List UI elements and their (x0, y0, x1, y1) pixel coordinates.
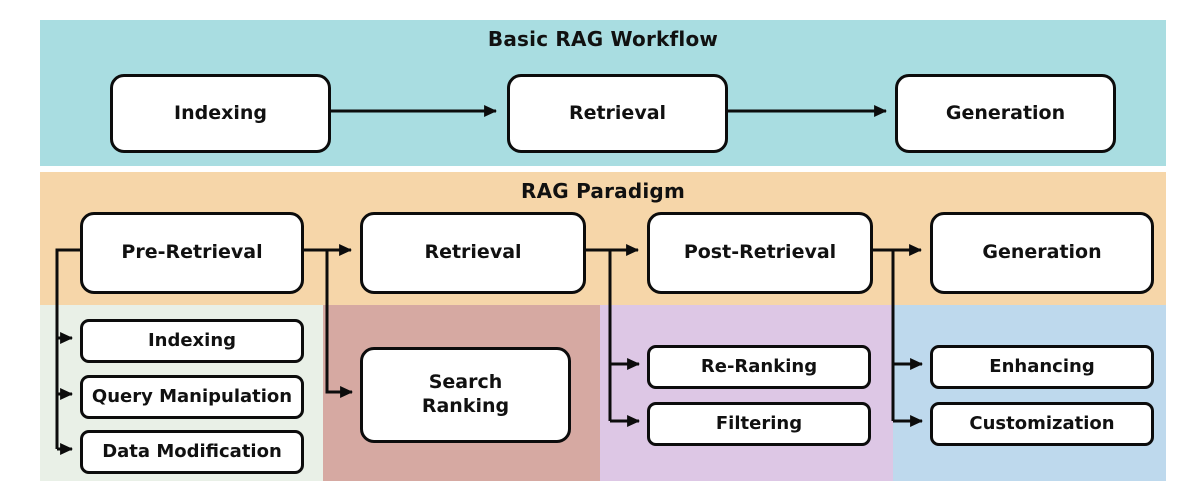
basic-workflow-title: Basic RAG Workflow (487, 27, 719, 51)
subnode-data-modification: Data Modification (80, 430, 304, 474)
subnode-filtering: Filtering (647, 402, 871, 446)
node-post-retrieval: Post-Retrieval (647, 212, 873, 294)
subnode-enhancing: Enhancing (930, 345, 1154, 389)
node-workflow-generation: Generation (895, 74, 1116, 153)
node-pre-retrieval: Pre-Retrieval (80, 212, 304, 294)
subnode-re-ranking: Re-Ranking (647, 345, 871, 389)
generation-subsection (893, 305, 1166, 481)
node-retrieval: Retrieval (360, 212, 586, 294)
node-workflow-retrieval: Retrieval (507, 74, 728, 153)
subnode-search-ranking: Search Ranking (360, 347, 571, 443)
post-retrieval-subsection (600, 305, 893, 481)
subnode-indexing: Indexing (80, 319, 304, 363)
subnode-query-manipulation: Query Manipulation (80, 375, 304, 419)
rag-paradigm-title: RAG Paradigm (521, 179, 685, 203)
subnode-customization: Customization (930, 402, 1154, 446)
node-generation: Generation (930, 212, 1154, 294)
node-workflow-indexing: Indexing (110, 74, 331, 153)
